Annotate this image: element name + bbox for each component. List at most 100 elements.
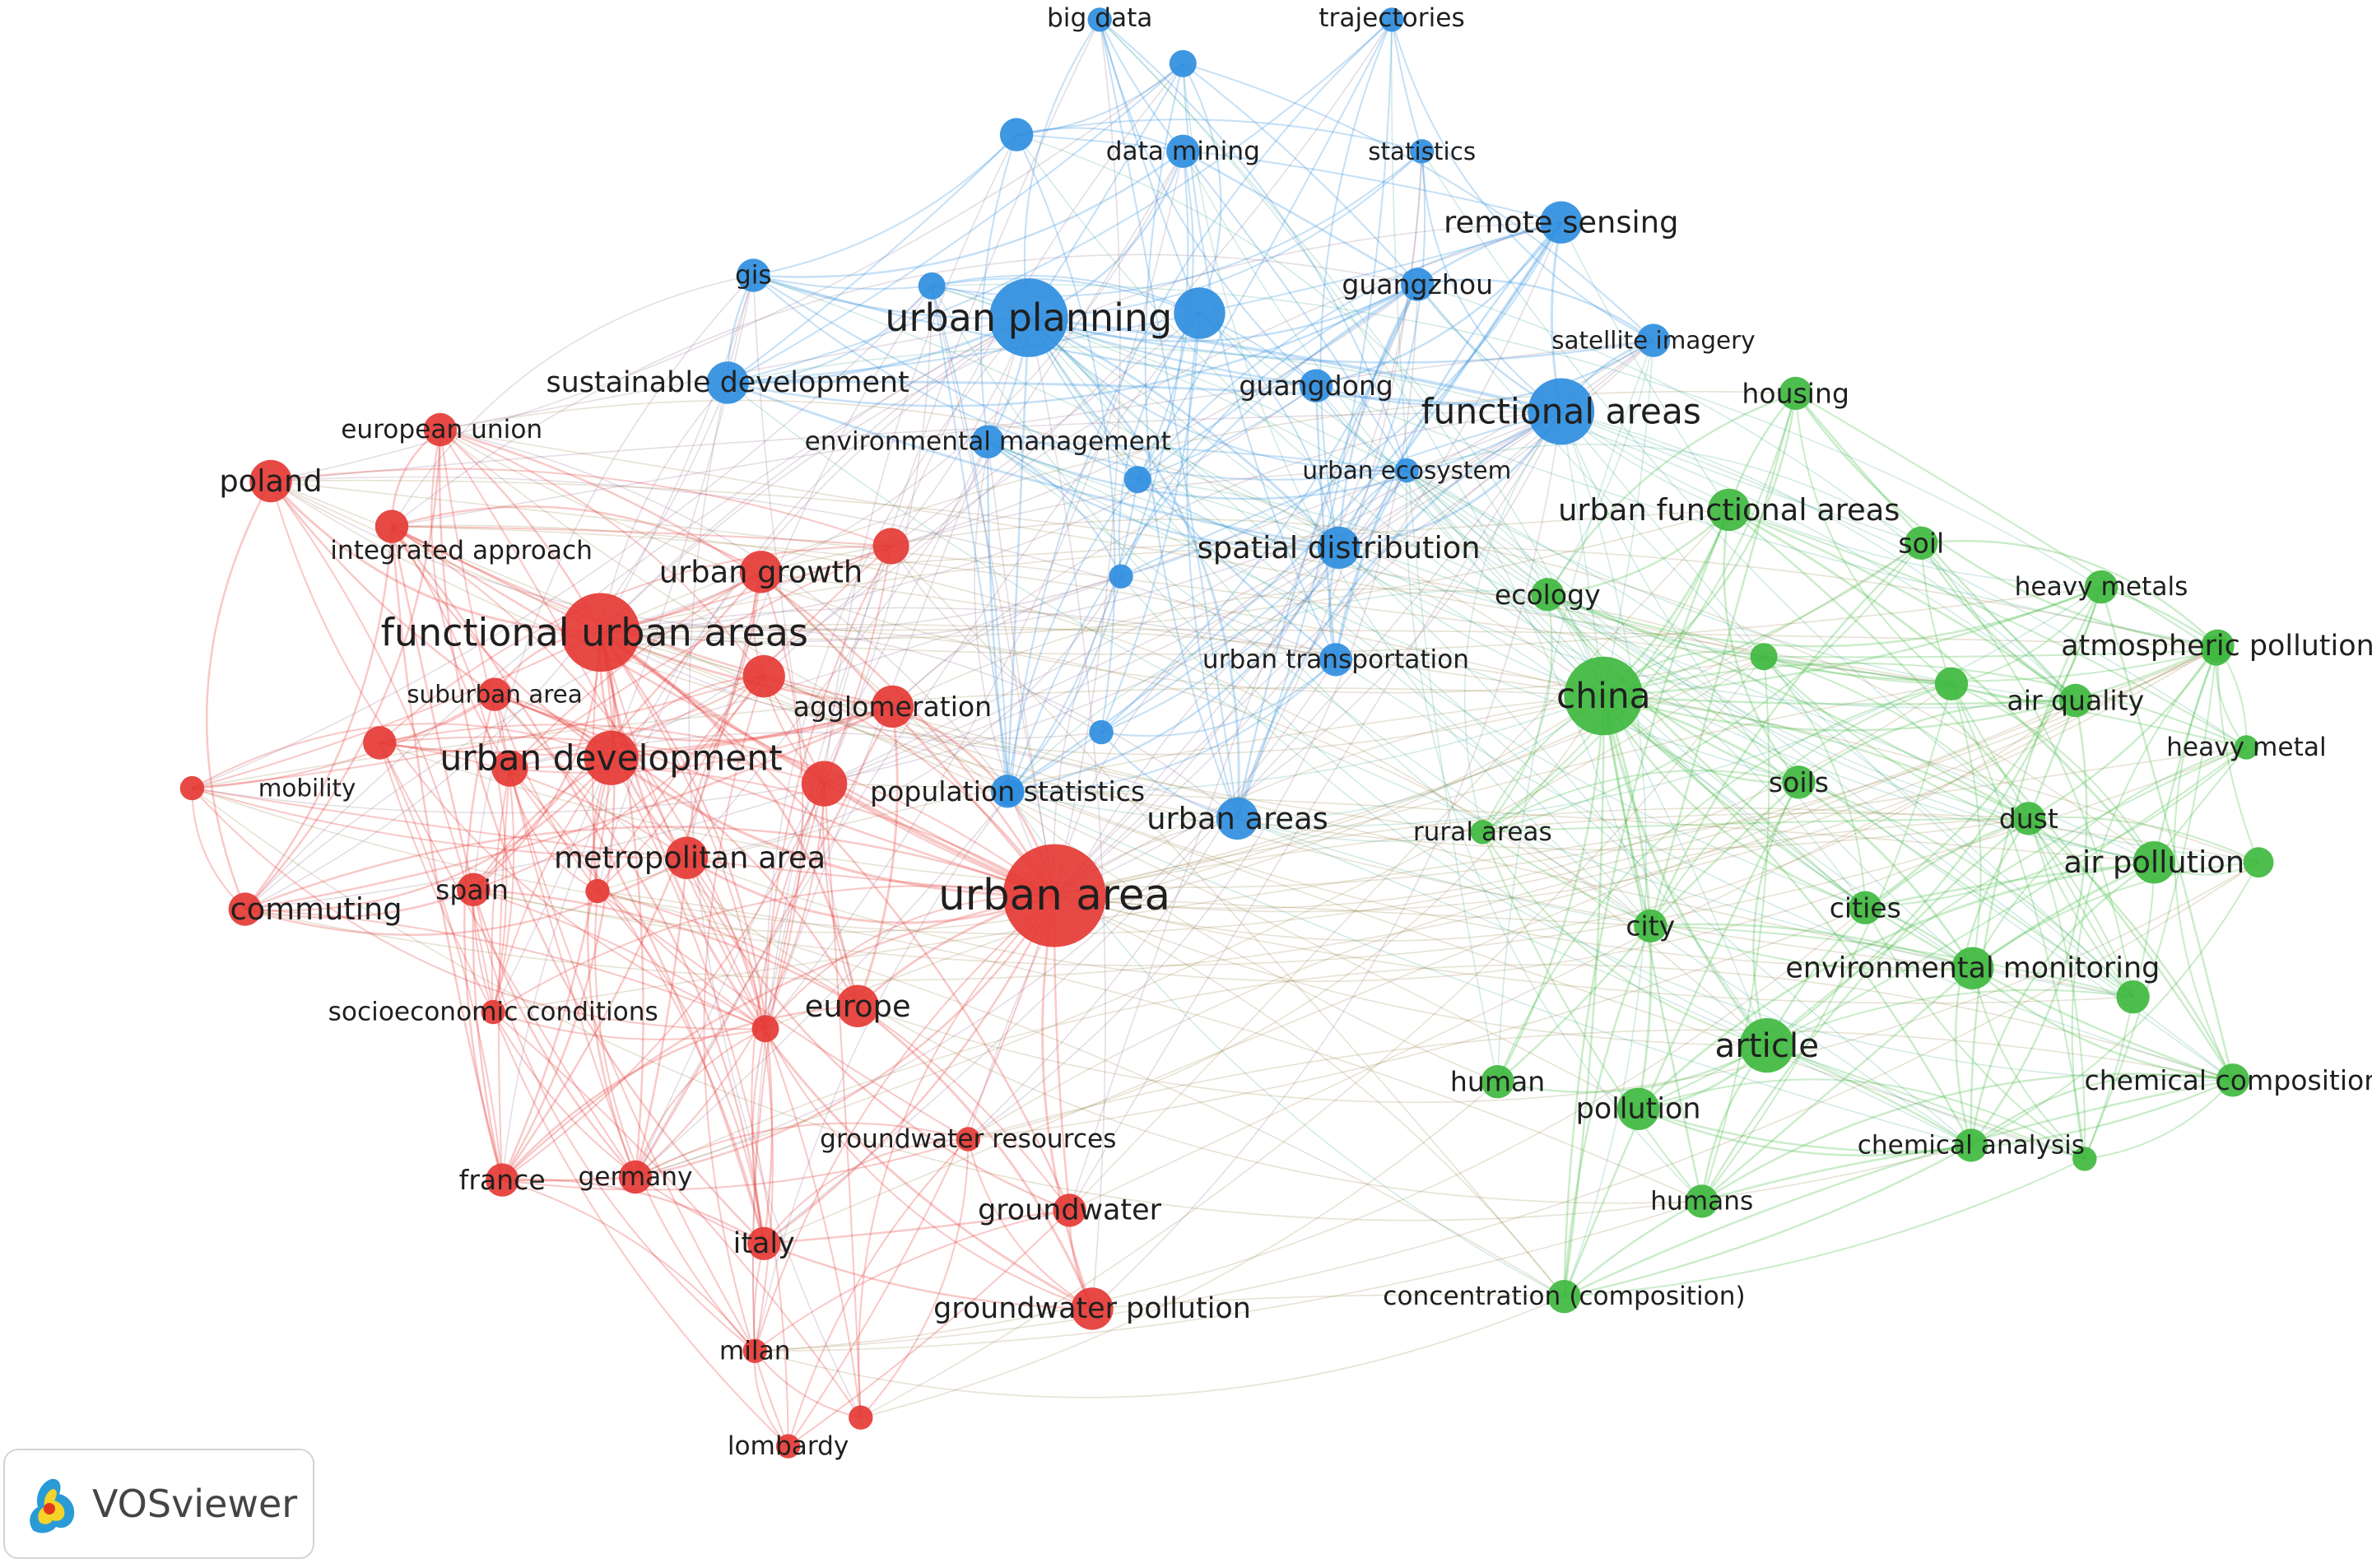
- node-china[interactable]: [1564, 656, 1644, 736]
- node-groundwater[interactable]: [1053, 1193, 1086, 1227]
- node-mobility[interactable]: [179, 775, 205, 801]
- node-rural-areas[interactable]: [1470, 820, 1495, 844]
- node-heavy-metal[interactable]: [2234, 735, 2259, 760]
- network-link: [1602, 542, 1923, 697]
- node-italy[interactable]: [747, 1226, 781, 1261]
- node-city[interactable]: [1634, 909, 1667, 943]
- node-poland[interactable]: [249, 459, 292, 503]
- node-urban-areas[interactable]: [1216, 797, 1259, 840]
- network-node[interactable]: [1123, 466, 1151, 494]
- network-node[interactable]: [2072, 1147, 2097, 1171]
- node-urban-area[interactable]: [1002, 844, 1106, 947]
- node-metropolitan-area[interactable]: [665, 836, 709, 879]
- node-chemical-analysis[interactable]: [1954, 1128, 1988, 1162]
- network-link: [1563, 696, 1605, 1297]
- node-urban-development[interactable]: [584, 730, 639, 785]
- node-urban-growth[interactable]: [739, 551, 783, 593]
- network-node[interactable]: [585, 878, 610, 904]
- network-node[interactable]: [363, 726, 397, 760]
- node-urban-ecosystem[interactable]: [1394, 458, 1420, 483]
- network-link: [1016, 133, 1562, 224]
- node-guangdong[interactable]: [1299, 369, 1333, 402]
- node-urban-functional-areas[interactable]: [1708, 488, 1751, 532]
- node-soils[interactable]: [1782, 765, 1816, 799]
- node-functional-areas[interactable]: [1528, 378, 1595, 445]
- node-agglomeration[interactable]: [871, 685, 914, 728]
- node-spatial-distribution[interactable]: [1317, 526, 1360, 570]
- network-node[interactable]: [751, 1015, 779, 1043]
- node-socioeconomic-conditions[interactable]: [481, 999, 505, 1025]
- network-node[interactable]: [999, 118, 1034, 151]
- node-groundwater-resources[interactable]: [956, 1127, 981, 1152]
- network-node[interactable]: [1109, 564, 1133, 589]
- network-node[interactable]: [1089, 719, 1114, 745]
- node-air-pollution[interactable]: [2132, 840, 2175, 884]
- node-sustainable-development[interactable]: [706, 361, 749, 404]
- node-europe[interactable]: [836, 984, 879, 1028]
- network-node[interactable]: [872, 528, 909, 565]
- node-suburban-area[interactable]: [477, 677, 512, 711]
- node-soil[interactable]: [1905, 526, 1938, 560]
- network-node[interactable]: [2201, 635, 2232, 666]
- node-label-dust: dust: [1999, 803, 2058, 835]
- node-guangzhou[interactable]: [1401, 268, 1435, 301]
- network-node[interactable]: [1934, 667, 1969, 700]
- node-humans[interactable]: [1685, 1184, 1719, 1218]
- network-link: [1951, 683, 2134, 998]
- network-node[interactable]: [997, 779, 1025, 807]
- node-heavy-metals[interactable]: [2084, 570, 2119, 604]
- network-node[interactable]: [918, 272, 946, 300]
- node-data-mining[interactable]: [1166, 134, 1200, 168]
- network-link: [1794, 393, 1952, 685]
- node-cities[interactable]: [1849, 891, 1882, 925]
- network-node[interactable]: [491, 750, 528, 787]
- network-link: [270, 476, 1337, 661]
- node-trajectories[interactable]: [1379, 7, 1404, 32]
- node-urban-planning[interactable]: [989, 278, 1068, 357]
- node-commuting[interactable]: [228, 892, 262, 926]
- node-germany[interactable]: [618, 1160, 653, 1194]
- node-air-quality[interactable]: [2058, 683, 2092, 718]
- network-node[interactable]: [1174, 287, 1226, 339]
- node-integrated-approach[interactable]: [374, 509, 409, 543]
- network-link: [822, 784, 859, 1007]
- node-ecology[interactable]: [1531, 578, 1565, 612]
- node-article[interactable]: [1739, 1018, 1794, 1073]
- network-links: [191, 19, 2260, 1447]
- node-lombardy[interactable]: [775, 1434, 801, 1459]
- node-human[interactable]: [1481, 1065, 1514, 1099]
- node-functional-urban-areas[interactable]: [560, 593, 640, 672]
- network-link: [1560, 411, 1765, 658]
- node-housing[interactable]: [1779, 376, 1812, 411]
- node-satellite-imagery[interactable]: [1636, 323, 1671, 357]
- node-france[interactable]: [486, 1163, 519, 1197]
- node-european-union[interactable]: [423, 412, 458, 447]
- network-link: [751, 783, 826, 1244]
- network-node[interactable]: [1169, 49, 1197, 77]
- network-link: [599, 631, 774, 1244]
- node-gis[interactable]: [737, 258, 770, 292]
- node-pollution[interactable]: [1616, 1087, 1660, 1131]
- network-node[interactable]: [802, 761, 848, 807]
- node-spain[interactable]: [457, 872, 491, 907]
- network-node[interactable]: [1750, 643, 1778, 671]
- network-node[interactable]: [742, 654, 785, 698]
- node-urban-transportation[interactable]: [1319, 643, 1353, 677]
- network-node[interactable]: [2116, 980, 2150, 1014]
- node-chemical-composition[interactable]: [2216, 1063, 2250, 1097]
- network-link: [1182, 151, 1408, 472]
- network-link: [1546, 593, 1867, 909]
- network-link: [754, 1350, 862, 1419]
- network-link: [379, 649, 2217, 888]
- node-milan[interactable]: [742, 1338, 767, 1364]
- node-groundwater-pollution[interactable]: [1071, 1287, 1114, 1330]
- node-statistics[interactable]: [1410, 139, 1435, 164]
- node-big-data[interactable]: [1087, 7, 1112, 32]
- node-dust[interactable]: [2012, 802, 2045, 835]
- network-node[interactable]: [2243, 847, 2274, 878]
- node-remote-sensing[interactable]: [1540, 201, 1583, 244]
- node-concentration-composition[interactable]: [1547, 1280, 1581, 1314]
- node-environmental-monitoring[interactable]: [1951, 947, 1994, 990]
- node-environmental-management[interactable]: [971, 425, 1005, 458]
- network-node[interactable]: [849, 1405, 873, 1430]
